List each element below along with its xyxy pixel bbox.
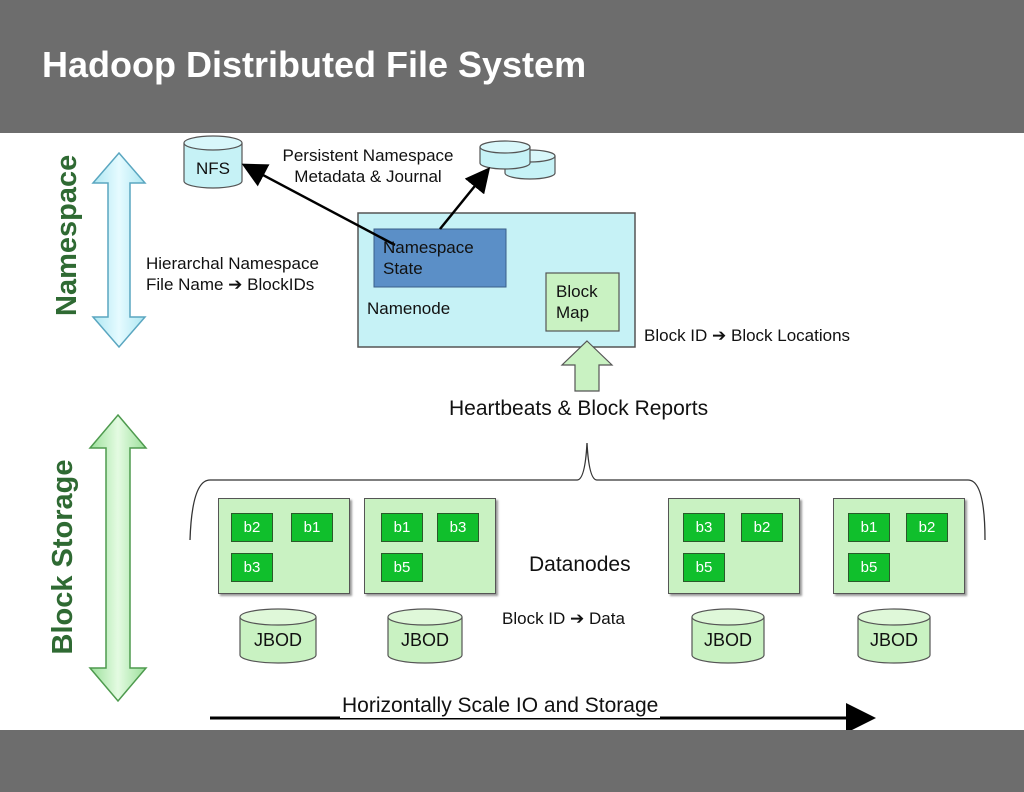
namespace-side-label: Namespace bbox=[51, 154, 83, 316]
datanode-3: b3 b2 b5 bbox=[668, 498, 800, 594]
block-map-line-1: Block bbox=[556, 282, 598, 301]
scale-label: Horizontally Scale IO and Storage bbox=[340, 694, 661, 718]
heartbeats-label: Heartbeats & Block Reports bbox=[449, 397, 709, 420]
jbod-cylinder-4 bbox=[857, 608, 931, 664]
block-map-label: Block Map bbox=[556, 281, 616, 323]
datanode-2: b1 b3 b5 bbox=[364, 498, 496, 594]
datanodes-label: Datanodes bbox=[529, 553, 631, 576]
block-tile: b1 bbox=[848, 513, 890, 542]
nfs-cylinder bbox=[183, 135, 243, 189]
block-tile: b2 bbox=[741, 513, 783, 542]
jbod-label: JBOD bbox=[400, 630, 449, 650]
persistent-line-2: Metadata & Journal bbox=[294, 167, 442, 186]
block-tile: b2 bbox=[231, 513, 273, 542]
namespace-double-arrow bbox=[91, 151, 147, 349]
block-tile: b3 bbox=[683, 513, 725, 542]
journal-cylinders bbox=[479, 140, 556, 180]
persistent-line-1: Persistent Namespace bbox=[282, 146, 454, 165]
diagram-graphics bbox=[88, 135, 986, 730]
persistent-namespace-label: Persistent Namespace Metadata & Journal bbox=[268, 145, 468, 187]
block-tile: b5 bbox=[381, 553, 423, 582]
jbod-cylinder-3 bbox=[691, 608, 765, 664]
namespace-state-box bbox=[373, 228, 507, 288]
block-locations-label: Block ID ➔ Block Locations bbox=[644, 326, 851, 345]
block-tile: b3 bbox=[231, 553, 273, 582]
datanodes-brace bbox=[189, 442, 986, 541]
block-storage-double-arrow bbox=[88, 413, 148, 703]
hierarchal-line-1: Hierarchal Namespace bbox=[146, 254, 319, 273]
block-map-line-2: Map bbox=[556, 303, 590, 322]
namenode-label: Namenode bbox=[367, 299, 451, 318]
arrow-to-nfs bbox=[241, 163, 396, 247]
block-tile: b3 bbox=[437, 513, 479, 542]
namespace-state-line-2: State bbox=[383, 259, 423, 278]
block-storage-side-label: Block Storage bbox=[47, 459, 79, 655]
hierarchal-line-2: File Name ➔ BlockIDs bbox=[146, 275, 315, 294]
block-tile: b5 bbox=[683, 553, 725, 582]
slide-header: Hadoop Distributed File System bbox=[0, 0, 1024, 133]
jbod-cylinder-1 bbox=[239, 608, 317, 664]
block-data-label: Block ID ➔ Data bbox=[502, 609, 625, 628]
jbod-label: JBOD bbox=[703, 630, 752, 650]
jbod-label: JBOD bbox=[253, 630, 302, 650]
datanode-1: b2 b1 b3 bbox=[218, 498, 350, 594]
arrow-to-journal bbox=[439, 167, 491, 230]
heartbeat-up-arrow bbox=[560, 340, 614, 392]
namespace-state-line-1: Namespace bbox=[383, 238, 474, 257]
datanode-4: b1 b2 b5 bbox=[833, 498, 965, 594]
slide-title: Hadoop Distributed File System bbox=[42, 44, 587, 85]
hierarchal-namespace-label: Hierarchal Namespace File Name ➔ BlockID… bbox=[146, 253, 356, 295]
jbod-label: JBOD bbox=[869, 630, 918, 650]
nfs-label: NFS bbox=[196, 159, 230, 178]
block-tile: b5 bbox=[848, 553, 890, 582]
jbod-cylinder-2 bbox=[387, 608, 463, 664]
hdfs-diagram: Namespace Block Storage NFS Persistent N… bbox=[0, 133, 1024, 730]
namespace-state-label: Namespace State bbox=[383, 237, 503, 279]
block-tile: b1 bbox=[291, 513, 333, 542]
slide-footer bbox=[0, 730, 1024, 792]
block-tile: b1 bbox=[381, 513, 423, 542]
block-tile: b2 bbox=[906, 513, 948, 542]
block-map-box bbox=[545, 272, 620, 332]
